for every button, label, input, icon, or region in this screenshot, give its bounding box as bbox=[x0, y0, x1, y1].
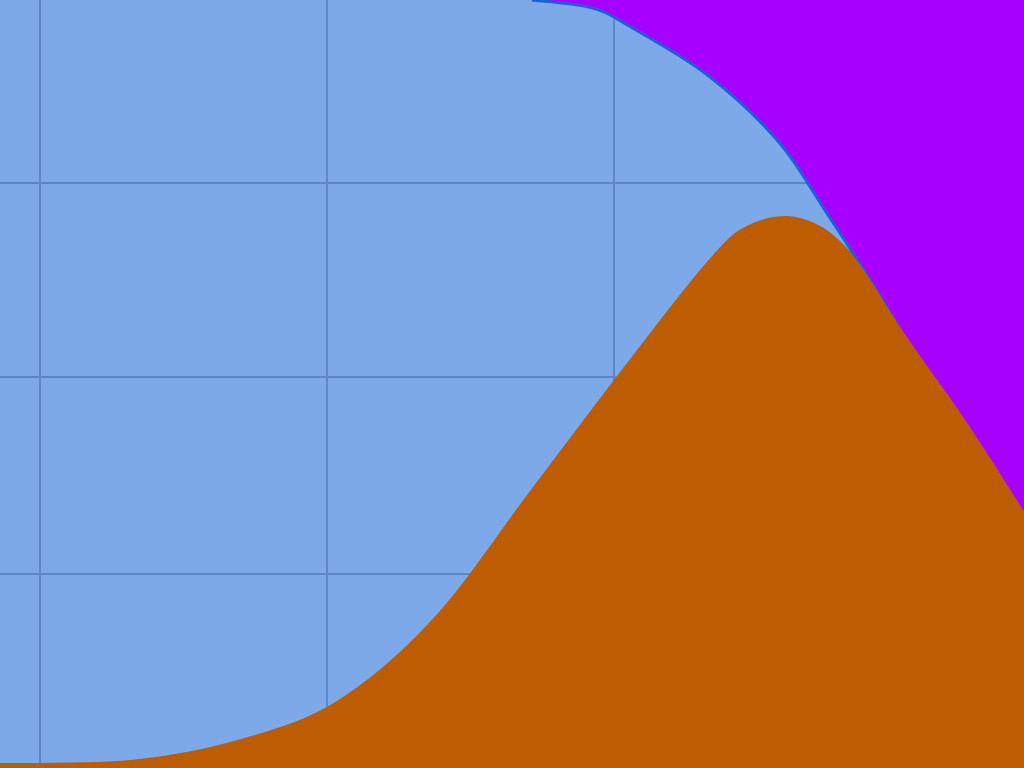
upper-area bbox=[532, 0, 1024, 512]
lower-area bbox=[0, 216, 1024, 768]
